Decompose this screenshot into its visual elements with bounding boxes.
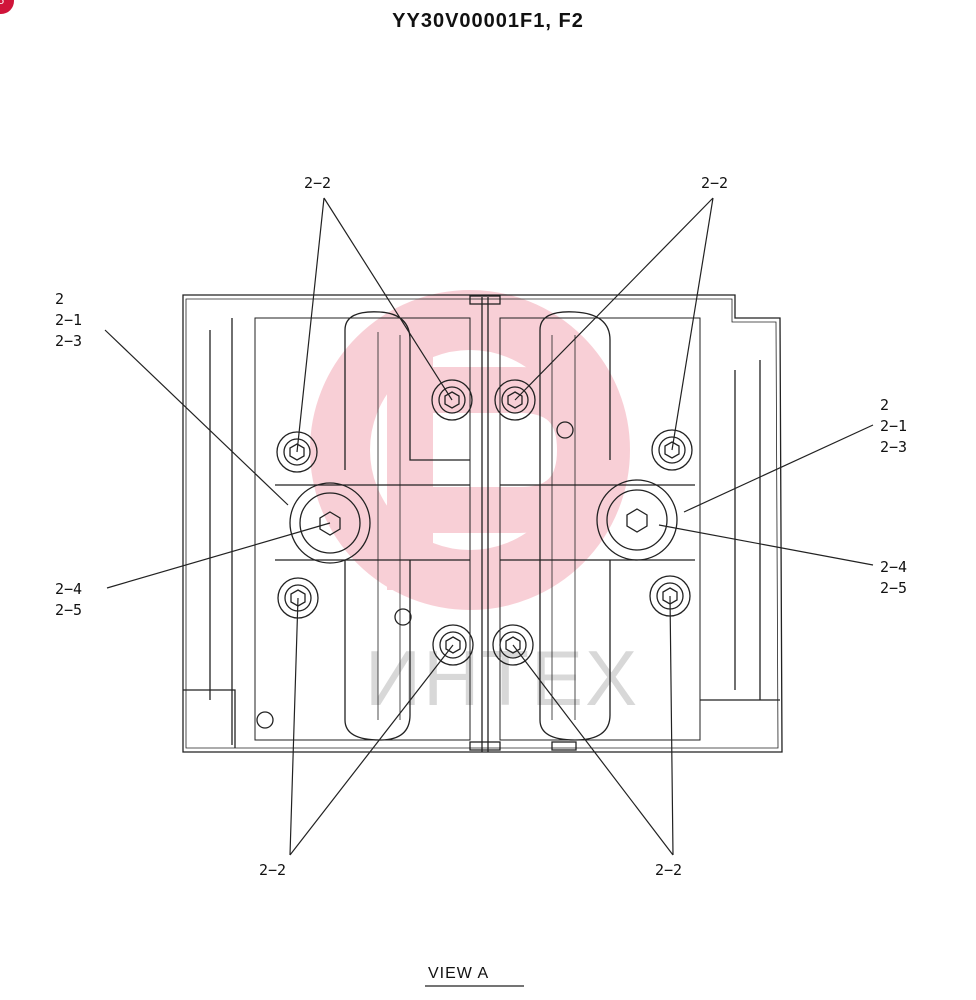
callout-right-group-2: 2−1 <box>880 417 907 435</box>
bolt <box>431 379 473 421</box>
callout-bottom-right: 2−2 <box>655 861 682 879</box>
leader-lines <box>104 197 874 856</box>
callout-right-group-3: 2−3 <box>880 438 907 456</box>
bolt <box>492 624 534 666</box>
callout-right-group-1: 2 <box>880 396 889 414</box>
callout-left-lower-1: 2−4 <box>55 580 82 598</box>
callout-right-lower-2: 2−5 <box>880 579 907 597</box>
plug-left <box>289 482 371 564</box>
callout-left-group-2: 2−1 <box>55 311 82 329</box>
callout-top-right: 2−2 <box>701 174 728 192</box>
view-caption: VIEW A <box>428 965 489 982</box>
callout-right-lower-1: 2−4 <box>880 558 907 576</box>
housing-outline <box>182 294 783 753</box>
drawing-title: YY30V00001F1, F2 <box>392 10 584 32</box>
bolt <box>432 624 474 666</box>
callout-left-lower-2: 2−5 <box>55 601 82 619</box>
bolt <box>276 431 318 473</box>
callout-bottom-left: 2−2 <box>259 861 286 879</box>
callout-top-left: 2−2 <box>304 174 331 192</box>
bolt <box>651 429 693 471</box>
bolt <box>494 379 536 421</box>
bolt-group <box>256 379 693 729</box>
plug-right <box>596 479 678 561</box>
callout-left-group-1: 2 <box>55 290 64 308</box>
callout-left-group-3: 2−3 <box>55 332 82 350</box>
watermark-text: ИНТЕХ <box>365 634 639 722</box>
